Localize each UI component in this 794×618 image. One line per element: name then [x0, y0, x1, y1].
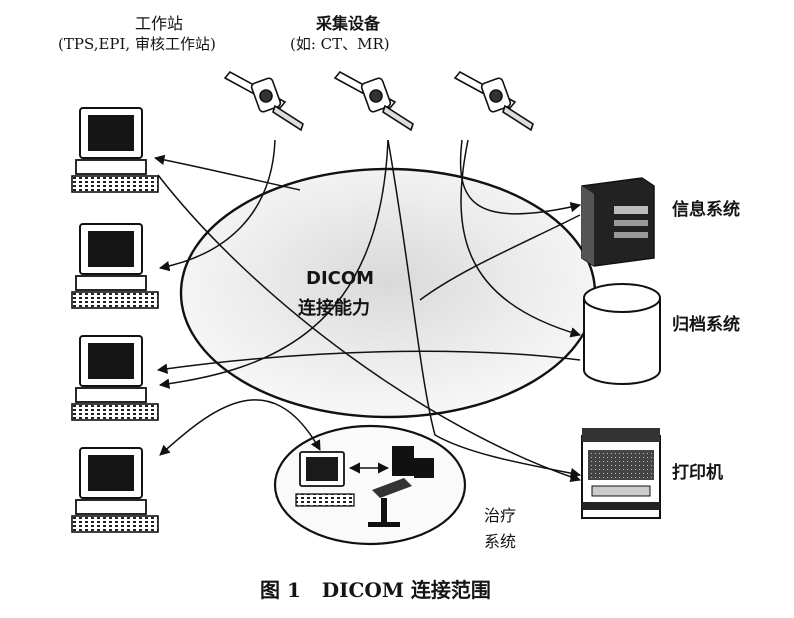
workstation-4: [71, 447, 159, 533]
link-acq3-info: [459, 139, 582, 215]
dicom-label-line2: 连接能力: [298, 298, 370, 319]
workstation-subtitle: (TPS,EPI, 审核工作站): [58, 35, 216, 53]
figure-number: 图 1: [260, 578, 301, 602]
figure-caption: 图 1 DICOM 连接范围: [260, 574, 491, 603]
acquisition-title: 采集设备: [316, 14, 381, 33]
printer-label: 打印机: [672, 463, 723, 483]
connection-lines: [153, 139, 582, 482]
scanner-1: [223, 70, 304, 132]
dicom-label-line1: DICOM: [306, 268, 375, 289]
acquisition-subtitle: (如: CT、MR): [290, 35, 390, 53]
workstation-title: 工作站: [135, 14, 184, 33]
treatment-label-line2: 系统: [484, 532, 517, 551]
acquisition-devices: [223, 70, 534, 132]
link-acq3-archive: [460, 139, 582, 338]
scanner-3: [453, 70, 534, 132]
link-info-center: [419, 214, 581, 301]
link-ws4-treatment: [159, 399, 321, 456]
info-system-server: [581, 177, 655, 267]
workstation-computers: [71, 107, 159, 533]
info-system-label: 信息系统: [672, 200, 740, 220]
treatment-devices: [295, 446, 434, 527]
archive-system-label: 归档系统: [672, 315, 740, 335]
link-ws1-ws: [153, 154, 301, 191]
dicom-connectivity-ellipse: [179, 167, 597, 419]
scanner-2: [333, 70, 414, 132]
link-archive-ws3: [156, 350, 581, 374]
link-ws1-printer: [157, 174, 581, 482]
workstation-1: [71, 107, 159, 193]
workstation-2: [71, 223, 159, 309]
treatment-label-line1: 治疗: [484, 506, 517, 525]
figure-title: DICOM 连接范围: [321, 578, 491, 602]
workstation-3: [71, 335, 159, 421]
link-acq1-ws2: [158, 139, 276, 272]
link-acq2-ws3: [158, 139, 389, 389]
link-acq2-printer: [387, 139, 582, 479]
archive-cylinder: [583, 283, 661, 385]
printer-device: [581, 428, 661, 519]
